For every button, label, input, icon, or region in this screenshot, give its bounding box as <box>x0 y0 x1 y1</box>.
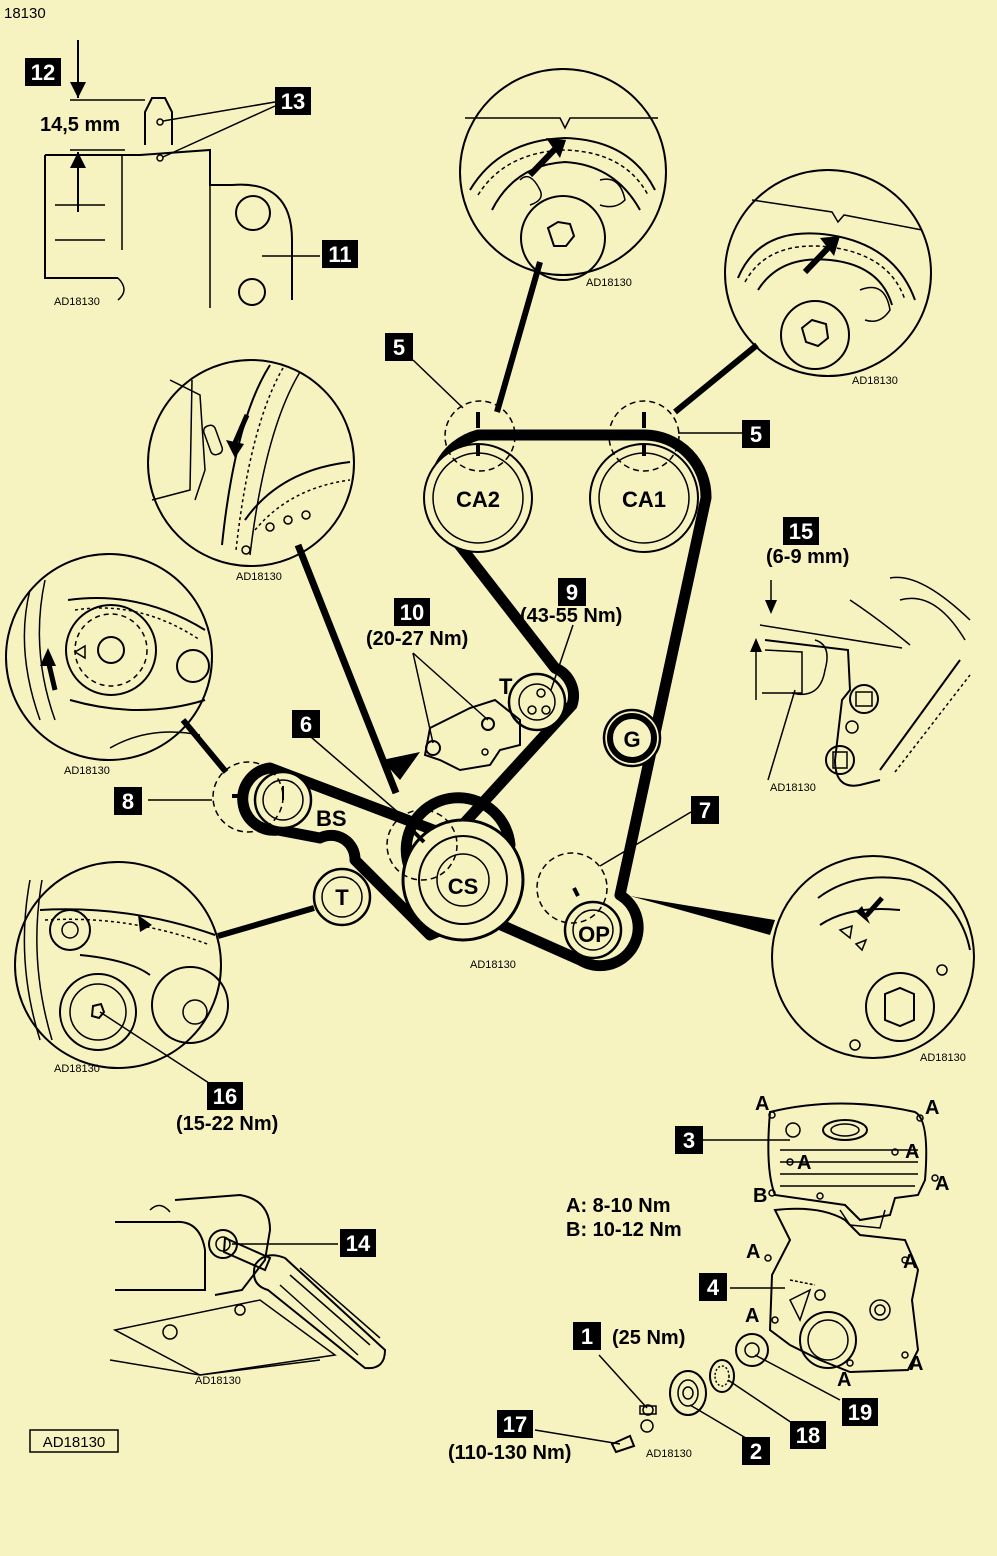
callout-15: 15 <box>789 519 813 544</box>
pulley-tensioner-upper-label: T <box>499 674 513 699</box>
callout-4: 4 <box>707 1275 720 1300</box>
callout-13: 13 <box>281 89 305 114</box>
callout-7: 7 <box>699 798 711 823</box>
ref-label-tool-detail: AD18130 <box>195 1375 241 1387</box>
callout-6: 6 <box>300 712 312 737</box>
pulley-ca1-label: CA1 <box>622 487 666 512</box>
magnifier-bs-pulley-mark: AD18130 <box>5 553 229 777</box>
bolt-letter-a: A <box>755 1093 769 1115</box>
bolt-letter-b: B <box>753 1185 767 1207</box>
bolt-letter-a: A <box>935 1173 949 1195</box>
callout-10: 10 <box>400 600 424 625</box>
ref-label-upper-detail: AD18130 <box>236 571 282 583</box>
callout-markers: 12 13 11 5 5 9 10 15 6 8 7 16 3 14 4 1 1… <box>25 58 878 1465</box>
bolt-letter-a: A <box>797 1152 811 1174</box>
pulley-cs-label: CS <box>448 874 479 899</box>
magnifier-op-pulley-mark: AD18130 <box>630 855 975 1064</box>
callout-5: 5 <box>750 422 762 447</box>
bolt-letter-a: A <box>903 1251 917 1273</box>
main-belt-layout: CA2 CA1 T G BS <box>212 400 712 972</box>
callout-14: 14 <box>346 1231 371 1256</box>
bolt-letter-a: A <box>745 1305 759 1327</box>
dimension-14-5-mm: 14,5 mm <box>40 114 120 136</box>
callout-3: 3 <box>683 1128 695 1153</box>
magnifier-ca1-timing-mark: AD18130 <box>673 169 932 415</box>
callout-5: 5 <box>393 335 405 360</box>
bolt-letter-a: A <box>746 1241 760 1263</box>
ref-label-op-detail: AD18130 <box>920 1052 966 1064</box>
ref-label-main-diagram: AD18130 <box>470 959 516 971</box>
callout-12: 12 <box>31 60 55 85</box>
torque-spec-16: (15-22 Nm) <box>176 1113 278 1135</box>
pulley-op-label: OP <box>578 922 610 947</box>
bolt-letter-a: A <box>905 1141 919 1163</box>
ref-label-tensioner-detail: AD18130 <box>54 1063 100 1075</box>
callout-11: 11 <box>328 242 351 267</box>
callout-17: 17 <box>503 1412 527 1437</box>
camshaft-timing-belt <box>400 429 712 972</box>
timing-cover-assembly: A: 8-10 Nm B: 10-12 Nm A A A A A B A A A… <box>534 1093 949 1460</box>
magnifier-tensioner-lower: AD18130 <box>14 861 315 1086</box>
ref-label-ca1-detail: AD18130 <box>852 375 898 387</box>
pulley-ca2-label: CA2 <box>456 487 500 512</box>
main-leader-lines <box>148 359 742 867</box>
detail-tensioner-gap: AD18130 <box>750 576 971 794</box>
ref-label-bs-detail: AD18130 <box>64 765 110 777</box>
legend-b-torque: B: 10-12 Nm <box>566 1219 682 1241</box>
detail-camshaft-bracket: 14,5 mm AD18130 <box>40 40 320 308</box>
gap-spec-15: (6-9 mm) <box>766 546 849 568</box>
torque-spec-1: (25 Nm) <box>612 1327 685 1349</box>
ref-label-detail-11: AD18130 <box>54 296 100 308</box>
callout-1: 1 <box>581 1324 593 1349</box>
pulley-bs-label: BS <box>316 806 347 831</box>
torque-spec-10: (20-27 Nm) <box>366 628 468 650</box>
ref-label-cover-detail: AD18130 <box>646 1448 692 1460</box>
torque-spec-9: (43-55 Nm) <box>520 605 622 627</box>
bolt-letter-a: A <box>837 1369 851 1391</box>
pulley-tensioner-lower-label: T <box>335 885 349 910</box>
detail-crank-lock-tool: AD18130 <box>109 1193 387 1387</box>
callout-16: 16 <box>213 1084 237 1109</box>
legend-a-torque: A: 8-10 Nm <box>566 1195 670 1217</box>
bolt-letter-a: A <box>909 1353 923 1375</box>
callout-2: 2 <box>750 1439 762 1464</box>
magnifier-ca2-timing-mark: AD18130 <box>459 68 667 413</box>
callout-9: 9 <box>566 580 578 605</box>
ref-label-ca2-detail: AD18130 <box>586 277 632 289</box>
callout-8: 8 <box>122 789 134 814</box>
document-id: 18130 <box>4 5 46 22</box>
pulley-g-label: G <box>623 727 640 752</box>
torque-spec-17: (110-130 Nm) <box>448 1442 571 1464</box>
callout-19: 19 <box>848 1400 872 1425</box>
bolt-letter-a: A <box>925 1097 939 1119</box>
magnifier-belt-teeth-upper: AD18130 <box>147 359 400 795</box>
ref-label-gap-detail: AD18130 <box>770 782 816 794</box>
reference-code-box: AD18130 <box>43 1434 106 1451</box>
callout-18: 18 <box>796 1423 820 1448</box>
